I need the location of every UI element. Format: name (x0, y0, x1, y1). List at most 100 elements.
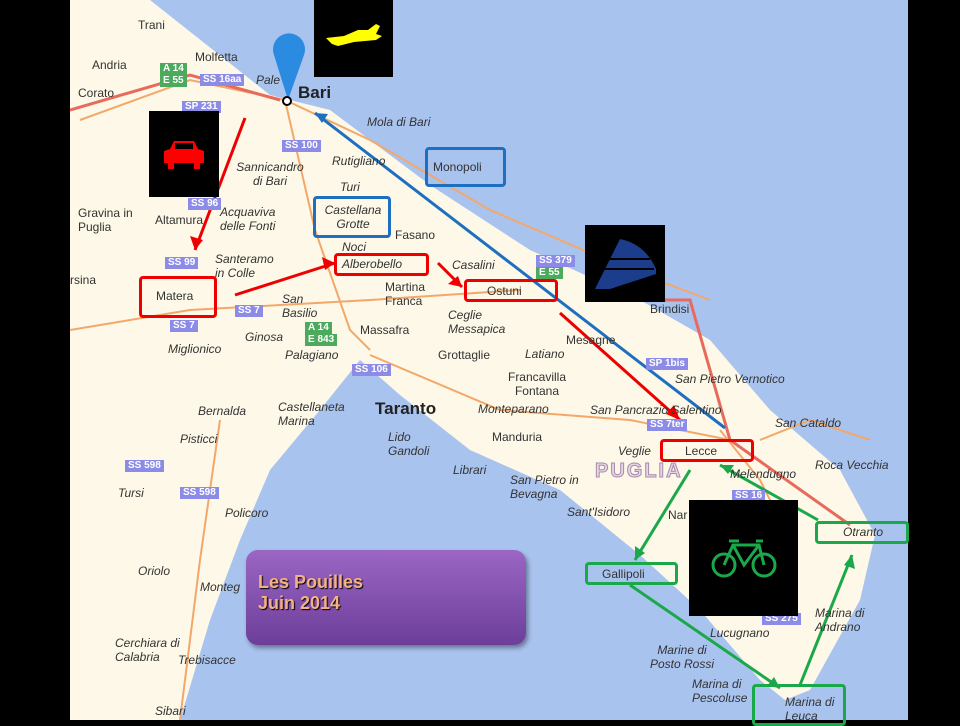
title-line-1: Les Pouilles (258, 572, 364, 592)
stop-matera[interactable]: Matera (139, 276, 217, 318)
car-icon (149, 111, 219, 197)
road-badge: SS 275 (762, 613, 801, 625)
city-label: Casalini (452, 258, 495, 272)
road-badge: SS 96 (188, 198, 222, 210)
road-badge: SS 7ter (647, 419, 688, 431)
stop-label: Marina di Leuca (785, 695, 835, 723)
road-badge: SP 231 (182, 101, 221, 113)
road-badge: SS 7 (170, 320, 198, 332)
stop-label: Ostuni (487, 284, 522, 298)
stop-label: Alberobello (342, 257, 403, 271)
city-label: Trebisacce (178, 653, 236, 667)
stop-otranto[interactable]: Otranto (815, 521, 909, 544)
city-label: Turi (340, 180, 360, 194)
city-label: Rutigliano (332, 154, 386, 168)
stop-monopoli[interactable]: Monopoli (425, 147, 506, 187)
city-label: Policoro (225, 506, 269, 520)
city-label: Marina di Pescoluse (692, 677, 748, 705)
roads (70, 78, 871, 720)
road-badge: E 55 (160, 75, 187, 87)
city-label: Noci (342, 240, 367, 254)
city-label: Acquaviva delle Fonti (220, 205, 276, 233)
road-badge: SP 1bis (646, 358, 688, 370)
city-label: Monteparano (478, 402, 549, 416)
city-label: San Pancrazio Salentino (590, 403, 722, 417)
city-label: Oriolo (138, 564, 171, 578)
city-label: Pale (256, 73, 281, 87)
city-label: Santeramo in Colle (215, 252, 274, 280)
city-label: Bernalda (198, 404, 247, 418)
airplane-icon (314, 0, 393, 77)
city-label: Melendugno (730, 467, 797, 481)
city-label: Castellaneta Marina (278, 400, 345, 428)
city-label: Lucugnano (710, 626, 770, 640)
map-geometry (70, 0, 875, 720)
city-label-bari: Bari (298, 83, 332, 102)
city-label: Marina di Andrano (815, 606, 865, 634)
city-label: Fasano (395, 228, 436, 242)
road-badge: SS 7 (235, 305, 263, 317)
city-label: Nar (668, 508, 688, 522)
city-label: Librari (453, 463, 487, 477)
city-label: Trani (138, 18, 165, 32)
stop-ostuni[interactable]: Ostuni (464, 279, 558, 302)
bike-route (629, 463, 854, 690)
city-label: Sant'Isidoro (567, 505, 630, 519)
road-badge: SS 99 (165, 257, 199, 269)
stop-alberobello[interactable]: Alberobello (334, 253, 429, 276)
city-label: Pisticci (180, 432, 218, 446)
train-route (314, 111, 726, 430)
city-label: Ginosa (245, 330, 284, 344)
city-label: Corato (78, 86, 115, 100)
road-badge: SS 16 (732, 490, 766, 502)
road-badge: SS 16aa (200, 74, 245, 86)
city-label-taranto: Taranto (375, 399, 437, 418)
city-label: Latiano (525, 347, 565, 361)
land (70, 0, 875, 720)
stop-label: Matera (156, 289, 194, 303)
train-icon (585, 225, 665, 302)
stop-gallipoli[interactable]: Gallipoli (585, 562, 678, 585)
city-label: Gravina in Puglia (78, 206, 133, 234)
city-label: San Pietro Vernotico (675, 372, 785, 386)
stop-label: Gallipoli (602, 567, 645, 581)
stop-castellana-grotte[interactable]: Castellana Grotte (313, 196, 391, 238)
city-label: San Pietro in Bevagna (510, 473, 579, 501)
location-pin-icon (273, 33, 305, 100)
road-badge: SS 106 (352, 364, 391, 376)
city-label: Sannicandro di Bari (236, 160, 304, 188)
road-badge: A 14 (305, 322, 332, 334)
road-badge: SS 100 (282, 140, 321, 152)
city-label: Monteg (200, 580, 241, 594)
map[interactable]: Trani Molfetta Andria Corato Pale Bari M… (70, 0, 908, 720)
city-label: Grottaglie (438, 348, 491, 362)
title-box: Les Pouilles Juin 2014 (246, 550, 526, 645)
road-badge: E 55 (536, 267, 563, 279)
city-label: Marine di Posto Rossi (649, 643, 715, 671)
city-label: Altamura (155, 213, 204, 227)
city-label: Cerchiara di Calabria (115, 636, 180, 664)
stop-label: Monopoli (433, 160, 482, 174)
city-label: Massafra (360, 323, 410, 337)
city-label: Lido Gandoli (388, 430, 430, 458)
city-label: Tursi (118, 486, 144, 500)
city-label: Veglie (618, 444, 651, 458)
city-label: San Basilio (282, 292, 318, 320)
stop-lecce[interactable]: Lecce (660, 439, 754, 462)
city-label: Brindisi (650, 302, 690, 316)
title-line-2: Juin 2014 (258, 593, 341, 613)
city-label: Roca Vecchia (815, 458, 889, 472)
region-label: PUGLIA (595, 460, 683, 482)
city-label: Palagiano (285, 348, 339, 362)
city-label: Martina Franca (385, 280, 426, 308)
road-badge: A 14 (160, 63, 187, 75)
city-label: Sibari (155, 704, 186, 718)
city-label: Molfetta (195, 50, 238, 64)
road-badge: SS 598 (125, 460, 164, 472)
city-label: Mola di Bari (367, 115, 431, 129)
city-label: rsina (70, 273, 97, 287)
bicycle-icon (689, 500, 798, 616)
road-badge: SS 379 (536, 255, 575, 267)
city-label: Francavilla Fontana (507, 370, 567, 398)
road-badge: E 843 (305, 334, 338, 346)
